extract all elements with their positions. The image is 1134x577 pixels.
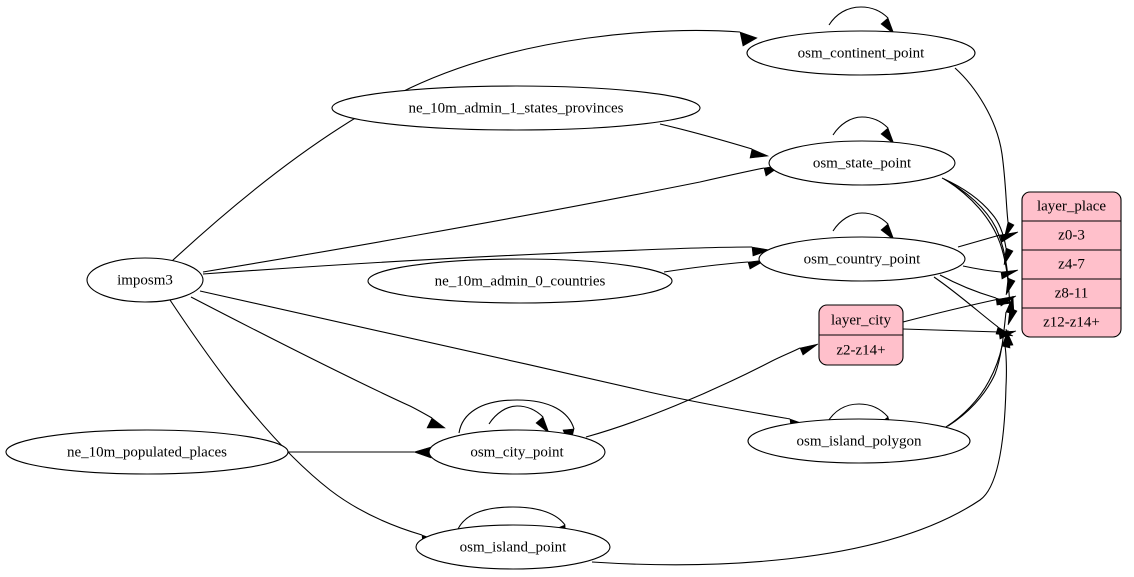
edge-osm_city_point-to-layer_city-z2-z14 [585,343,819,438]
records-layer: layer_place z0-3 z4-7 z8-11 z12-z14+ lay… [818,191,1122,366]
node-label: osm_continent_point [798,45,925,61]
node-osm_state_point[interactable]: osm_state_point [768,140,956,186]
edge-self-osm_continent_point [828,6,895,35]
node-ne_10m_admin_1_states_provinces[interactable]: ne_10m_admin_1_states_provinces [331,85,701,131]
node-label: osm_country_point [804,251,921,267]
node-osm_island_polygon[interactable]: osm_island_polygon [747,418,971,464]
node-label: osm_city_point [470,444,564,460]
node-osm_island_point[interactable]: osm_island_point [415,524,611,570]
node-ne_10m_admin_0_countries[interactable]: ne_10m_admin_0_countries [367,258,673,304]
node-imposm3[interactable]: imposm3 [86,257,204,303]
edge-self-osm_state_point [832,116,895,145]
node-label: ne_10m_admin_0_countries [435,273,606,289]
node-label: ne_10m_populated_places [67,444,227,460]
edge-osm_island_polygon-to-layer_place-z8-11 [947,295,1015,427]
record-row-title: layer_city [831,312,891,328]
record-row-z0-3[interactable]: z0-3 [1058,227,1085,243]
node-label: osm_island_point [460,539,568,555]
edge-osm_country_point-to-layer_place-z0-3 [957,231,1019,248]
edge-self-osm_city_point [488,405,550,434]
edge-imposm3-to-osm_continent_point [171,29,758,262]
edge-self-osm_country_point [832,212,895,241]
edge-osm_country_point-to-layer_place-z4-7 [962,265,1019,280]
node-osm_city_point[interactable]: osm_city_point [428,429,606,475]
node-ne_10m_populated_places[interactable]: ne_10m_populated_places [5,429,289,475]
nodes-layer: imposm3 ne_10m_admin_1_states_provinces … [5,30,976,570]
record-row-z4-7[interactable]: z4-7 [1058,256,1085,272]
record-node-layer_place[interactable]: layer_place z0-3 z4-7 z8-11 z12-z14+ [1021,191,1122,338]
node-osm_continent_point[interactable]: osm_continent_point [746,30,976,76]
record-row-z2-z14plus[interactable]: z2-z14+ [836,342,885,358]
edges-layer [169,6,1019,566]
edge-ne_states_provinces-to-osm_state_point [659,123,770,159]
node-osm_country_point[interactable]: osm_country_point [758,236,966,282]
record-row-z12-z14plus[interactable]: z12-z14+ [1043,314,1100,330]
edge-imposm3-to-osm_city_point [190,296,446,429]
edge-osm_island_point-to-layer_place-z12-z14 [591,328,1014,566]
edge-imposm3-to-osm_country_point [202,246,771,275]
record-row-z8-11[interactable]: z8-11 [1055,285,1089,301]
record-row-title: layer_place [1037,198,1106,214]
record-node-layer_city[interactable]: layer_city z2-z14+ [818,304,904,366]
node-label: ne_10m_admin_1_states_provinces [409,100,624,116]
node-label: imposm3 [117,272,173,288]
node-label: osm_island_polygon [796,433,922,449]
node-label: osm_state_point [813,155,912,171]
